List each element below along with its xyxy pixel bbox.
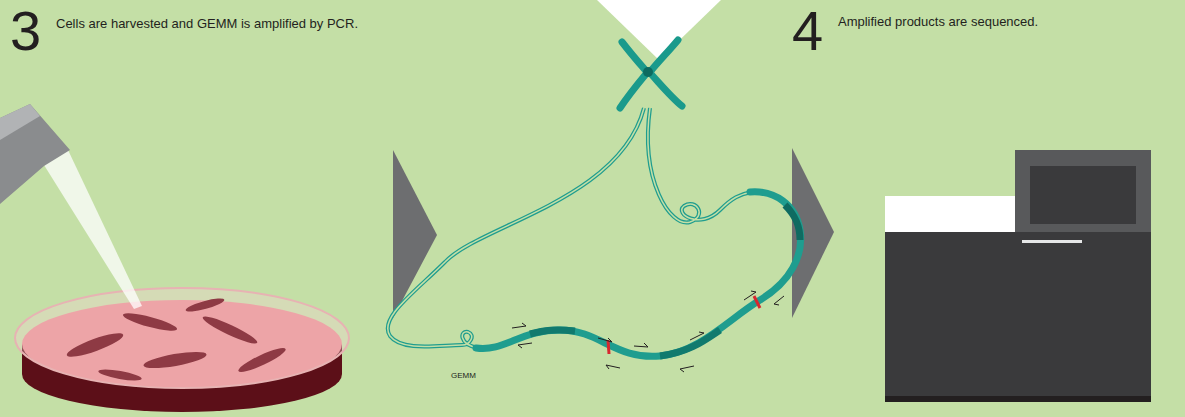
cell xyxy=(236,344,287,375)
sequencer-lid xyxy=(885,196,1015,232)
sequencer-body xyxy=(885,232,1151,400)
pipette-tip xyxy=(44,150,142,309)
pipette-highlight xyxy=(0,104,40,140)
gene-label: GEMM xyxy=(451,372,476,381)
chromatid xyxy=(651,74,682,106)
mutation-mark xyxy=(754,296,760,308)
mutation-mark xyxy=(608,340,609,354)
dna-strand-gap xyxy=(388,108,644,348)
chromatid xyxy=(622,42,647,72)
step-number: 3 xyxy=(10,0,41,62)
gemm-segment xyxy=(660,330,720,356)
sequencer-screen xyxy=(1030,166,1136,224)
sequencer xyxy=(885,150,1151,402)
notch xyxy=(597,0,721,60)
cell xyxy=(142,349,207,372)
primer-arrow xyxy=(634,343,648,347)
primer-arrow xyxy=(598,338,612,342)
dna-strand xyxy=(648,108,752,223)
pipette xyxy=(0,104,142,309)
centromere xyxy=(643,67,653,77)
gemm-segment xyxy=(785,205,800,240)
sequencer-slot xyxy=(1022,240,1082,243)
cell xyxy=(201,313,260,347)
primers xyxy=(512,291,784,372)
dna-strand-gap xyxy=(648,108,752,223)
step-number: 4 xyxy=(792,0,823,62)
primer-arrow xyxy=(744,291,756,300)
sequencer-base xyxy=(885,396,1151,402)
gemm-region xyxy=(476,192,801,357)
chromosome xyxy=(620,40,682,108)
step-caption: Cells are harvested and GEMM is amplifie… xyxy=(56,17,358,31)
dish-lid xyxy=(15,288,349,388)
primer-arrow xyxy=(518,343,532,348)
chromatid xyxy=(650,40,678,72)
step-caption: Amplified products are sequenced. xyxy=(838,15,1038,29)
petri-dish xyxy=(15,288,349,412)
primer-arrow xyxy=(680,366,694,372)
cell xyxy=(98,367,143,383)
cell xyxy=(185,296,226,314)
chromatid xyxy=(620,74,646,108)
pipette-body xyxy=(0,104,70,204)
cell xyxy=(122,310,179,334)
gemm-segment xyxy=(530,330,575,334)
sequencer-monitor xyxy=(1015,150,1151,232)
primer-arrow xyxy=(774,296,784,305)
primer-arrow xyxy=(512,323,526,328)
dna xyxy=(388,108,801,356)
dna-strand xyxy=(388,108,644,348)
cells xyxy=(65,296,288,383)
cell xyxy=(65,329,125,361)
primer-arrow xyxy=(690,332,704,340)
primer-arrow xyxy=(606,365,620,369)
